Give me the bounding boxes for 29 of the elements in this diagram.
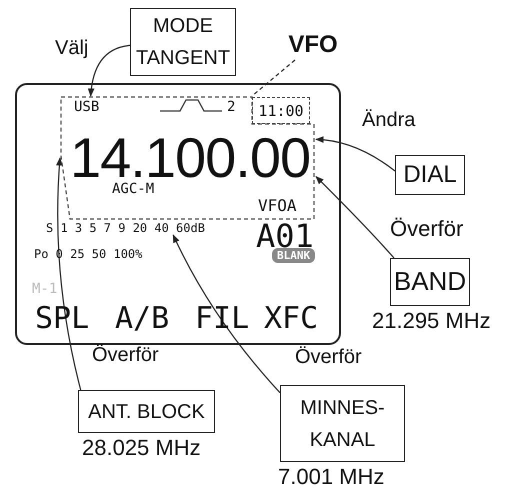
memory-callout-box: MINNES- KANAL [280, 385, 405, 462]
callout-caption: 28.025 MHz [82, 437, 201, 459]
key-callout-box: MODE TANGENT [130, 8, 236, 76]
dial-callout-box: DIAL [395, 155, 465, 195]
vfo-label: VFO [283, 30, 343, 60]
filter-number: 2 [227, 100, 236, 114]
arrow [88, 44, 130, 97]
arrow [315, 136, 396, 172]
memory-indicator: M-1 [32, 282, 58, 296]
callout-caption: Ändra [362, 110, 416, 130]
arrow [172, 234, 280, 394]
callout-caption: Överför [295, 347, 362, 367]
antenna-callout-box: ANT. BLOCK [78, 390, 215, 433]
time-readout: 11:00 [252, 97, 310, 124]
callout-caption: 21.295 MHz [372, 310, 491, 332]
arrow [315, 176, 394, 258]
vfo-indicator: VFOA [258, 198, 297, 214]
s-meter-scale: S 1 3 5 7 9 20 40 60dB [46, 221, 205, 235]
callout-caption: Överför [390, 218, 464, 240]
mode-readout: USB [74, 100, 100, 114]
callout-caption: 7.001 MHz [278, 466, 384, 488]
display-screen [15, 83, 341, 345]
blank-indicator: BLANK [272, 248, 316, 263]
arrow [56, 157, 82, 390]
band-callout-box: BAND [390, 258, 470, 306]
soft-key-label: A/B [115, 304, 170, 334]
callout-caption: Välj [55, 38, 88, 58]
soft-key-label: XFC [264, 304, 318, 334]
callout-caption: Överför [92, 345, 159, 365]
